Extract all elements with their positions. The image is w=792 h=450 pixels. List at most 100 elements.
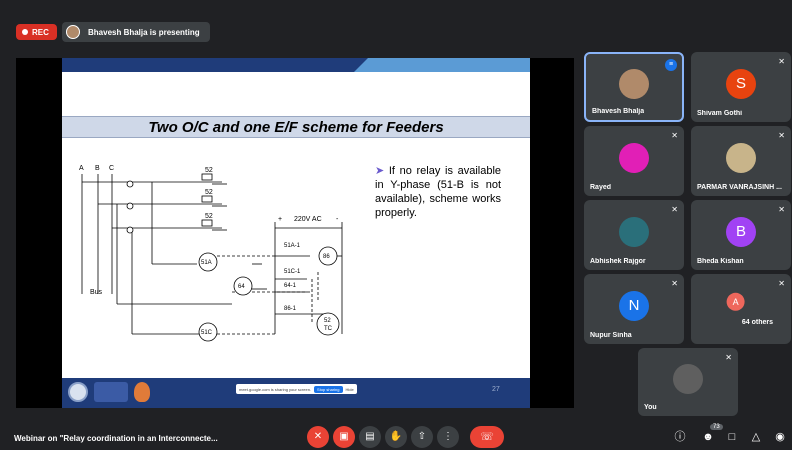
mic-off-icon: ✕ <box>778 57 785 66</box>
breaker-label-1: 52 <box>205 167 213 174</box>
captions-button[interactable]: ▤ <box>359 426 381 448</box>
end-call-button[interactable]: ☏ <box>470 426 504 448</box>
participant-name: Bheda Kishan <box>697 258 744 265</box>
screen-share-notice: meet.google.com is sharing your screen. … <box>236 384 357 394</box>
avatar <box>673 364 703 394</box>
phase-label-c: C <box>109 165 114 172</box>
slide-header-accent <box>354 58 530 72</box>
participant-name: Abhishek Rajgor <box>590 258 646 265</box>
contact-51a-1: 51A-1 <box>284 243 301 249</box>
trip-coil-top: 52 <box>324 318 331 324</box>
mic-off-icon: ✕ <box>778 279 785 288</box>
present-button[interactable]: ⇧ <box>411 426 433 448</box>
participant-name: Rayed <box>590 184 612 191</box>
participant-name: Bhavesh Bhalja <box>592 108 645 115</box>
slide-page-number: 27 <box>492 386 500 393</box>
avatar: S <box>726 69 756 99</box>
event-logo-icon <box>94 382 128 402</box>
recording-badge: REC <box>16 24 57 40</box>
activities-button[interactable]: △ <box>748 429 764 445</box>
avatar <box>619 143 649 173</box>
people-icon: ☻ <box>702 431 714 443</box>
institute-logo-icon <box>68 382 88 402</box>
participant-tile-parmar[interactable]: ✕ PARMAR VANRAJSINH ... <box>691 126 791 196</box>
participant-tile-bheda[interactable]: ✕ B Bheda Kishan <box>691 200 791 270</box>
participant-tile-others[interactable]: ✕ A 64 others <box>691 274 791 344</box>
avatar <box>619 217 649 247</box>
present-icon: ⇧ <box>417 431 427 442</box>
emblem-logo-icon <box>134 382 150 402</box>
supply-plus-label: + <box>278 216 282 223</box>
supply-minus-label: - <box>336 216 339 223</box>
mic-off-icon: ✕ <box>671 131 678 140</box>
info-button[interactable]: ⓘ <box>672 429 688 445</box>
record-dot-icon <box>22 29 28 35</box>
mic-off-icon: ✕ <box>778 205 785 214</box>
relay-coil-51a: 51A <box>201 260 212 266</box>
recording-label: REC <box>32 27 49 37</box>
master-relay-86: 86 <box>323 254 330 260</box>
phase-label-a: A <box>79 165 84 172</box>
camera-off-icon: ▣ <box>339 431 349 442</box>
meeting-title: Webinar on "Relay coordination in an Int… <box>14 434 218 443</box>
contact-51c-1: 51C-1 <box>284 269 301 275</box>
host-controls-button[interactable]: ◉ <box>772 429 788 445</box>
participant-tile-abhishek[interactable]: ✕ Abhishek Rajgor <box>584 200 684 270</box>
participant-tile-you[interactable]: ✕ You <box>638 348 738 416</box>
presenting-text: Bhavesh Bhalja is presenting <box>88 27 200 37</box>
bus-label: Bus <box>90 289 103 296</box>
participant-tile-bhavesh[interactable]: ≡ Bhavesh Bhalja <box>584 52 684 122</box>
presenter-avatar <box>66 25 80 39</box>
supply-label: 220V AC <box>294 216 322 223</box>
stop-sharing-button[interactable]: Stop sharing <box>314 385 343 393</box>
avatar: A <box>726 292 745 311</box>
breaker-label-2: 52 <box>205 189 213 196</box>
relay-scheme-diagram: A B C Bus 52 52 52 + 220V AC - 51A 64 51… <box>79 165 343 342</box>
more-options-button[interactable]: ⋮ <box>437 426 459 448</box>
mic-off-icon: ✕ <box>671 279 678 288</box>
mic-toggle-button[interactable]: ✕ <box>307 426 329 448</box>
relay-coil-64: 64 <box>238 284 245 290</box>
bullet-arrow-icon: ➤ <box>375 165 385 177</box>
chat-icon: □ <box>728 431 736 443</box>
people-button[interactable]: ☻ <box>700 429 716 445</box>
slide-title: Two O/C and one E/F scheme for Feeders <box>62 116 530 138</box>
mic-off-icon: ✕ <box>725 353 732 362</box>
chat-button[interactable]: □ <box>724 429 740 445</box>
speaking-icon: ≡ <box>665 59 677 71</box>
participant-name: PARMAR VANRAJSINH ... <box>697 184 782 191</box>
participant-tile-nupur[interactable]: ✕ N Nupur Sinha <box>584 274 684 344</box>
shared-slide: Two O/C and one E/F scheme for Feeders <box>62 58 530 408</box>
hide-button[interactable]: Hide <box>345 386 354 392</box>
breaker-label-3: 52 <box>205 213 213 220</box>
participant-tile-rayed[interactable]: ✕ Rayed <box>584 126 684 196</box>
raise-hand-button[interactable]: ✋ <box>385 426 407 448</box>
slide-body-text: If no relay is available in Y-phase (51-… <box>375 165 502 219</box>
end-call-icon: ☏ <box>480 431 494 443</box>
camera-toggle-button[interactable]: ▣ <box>333 426 355 448</box>
mic-off-icon: ✕ <box>671 205 678 214</box>
more-options-icon: ⋮ <box>443 431 453 442</box>
top-bar: REC Bhavesh Bhalja is presenting <box>0 0 792 42</box>
avatar: N <box>619 291 649 321</box>
contact-64-1: 64-1 <box>284 283 297 289</box>
raise-hand-icon: ✋ <box>389 431 403 442</box>
relay-coil-51c: 51C <box>201 330 213 336</box>
footer-logos <box>68 382 150 402</box>
people-count-badge: 73 <box>710 424 723 430</box>
avatar: B <box>726 217 756 247</box>
info-icon: ⓘ <box>674 431 686 443</box>
participant-name: 64 others <box>741 319 773 326</box>
avatar <box>726 143 756 173</box>
participant-name: You <box>644 404 657 411</box>
slide-body: ➤ If no relay is available in Y-phase (5… <box>375 164 501 220</box>
participant-tile-shivam[interactable]: ✕ S Shivam Gothi <box>691 52 791 122</box>
trip-coil-bottom: TC <box>324 326 333 332</box>
phase-label-b: B <box>95 165 100 172</box>
activities-icon: △ <box>751 431 761 443</box>
host-controls-icon: ◉ <box>775 431 785 443</box>
presenting-banner[interactable]: Bhavesh Bhalja is presenting <box>62 22 210 42</box>
avatar <box>619 69 649 99</box>
captions-icon: ▤ <box>365 431 375 442</box>
presentation-stage: Two O/C and one E/F scheme for Feeders <box>16 58 574 408</box>
